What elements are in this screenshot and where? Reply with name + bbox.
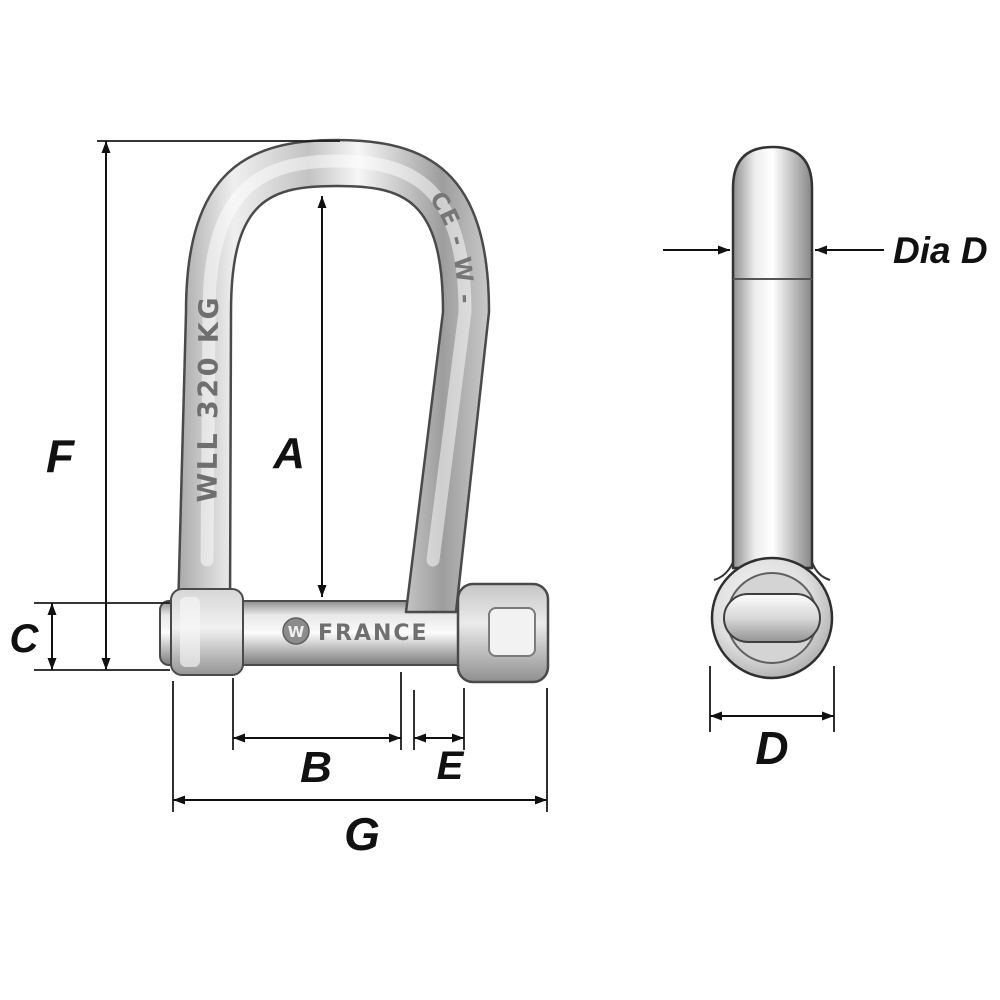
brand-logo-icon — [282, 617, 310, 645]
side-flange-left-edge — [713, 561, 734, 581]
dim-label-E: E — [437, 744, 465, 788]
side-flange-right-edge — [811, 561, 831, 581]
engraving-origin: FRANCE — [318, 621, 429, 646]
side-body-bar — [731, 145, 814, 570]
front-view: WLL 320 KG CE - W - W FRANCE F A C B — [10, 138, 550, 860]
dim-label-C: C — [10, 617, 40, 661]
pin-left-boss-highlight — [180, 597, 200, 667]
dim-label-D: D — [755, 722, 788, 774]
engraving-wll: WLL 320 KG — [192, 295, 222, 503]
dim-label-F: F — [46, 430, 76, 482]
dim-label-B: B — [300, 743, 332, 792]
dim-label-diaD: Dia D — [893, 230, 988, 271]
dim-label-G: G — [344, 808, 380, 860]
engraving-wll-text: WLL 320 KG — [192, 295, 225, 503]
side-pin-cross-section — [723, 593, 821, 643]
side-view: Dia D D — [663, 145, 988, 774]
brand-logo-glyph: W — [288, 623, 305, 641]
pin-head-recess — [488, 607, 536, 657]
dim-label-A: A — [272, 429, 305, 478]
